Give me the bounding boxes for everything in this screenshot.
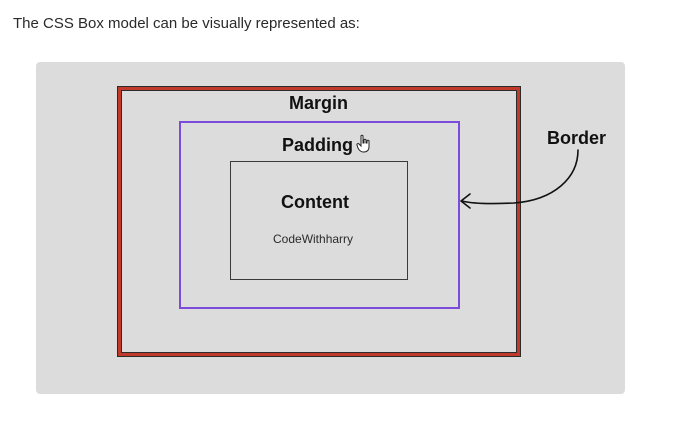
content-box — [230, 161, 408, 280]
padding-box — [179, 121, 460, 309]
intro-text: The CSS Box model can be visually repres… — [13, 15, 360, 32]
content-subtext: CodeWithharry — [273, 232, 354, 246]
content-label: Content — [281, 192, 349, 212]
margin-label: Margin — [289, 93, 349, 113]
truncated-text-line: ​ — [13, 417, 593, 427]
border-label: Border — [547, 128, 607, 148]
box-model-diagram: Margin Padding Content CodeWithharry Bor… — [36, 62, 625, 394]
hand-pointer-icon — [356, 134, 370, 153]
padding-label: Padding — [282, 135, 353, 155]
curved-arrow-icon — [460, 149, 579, 209]
margin-box — [118, 87, 520, 356]
